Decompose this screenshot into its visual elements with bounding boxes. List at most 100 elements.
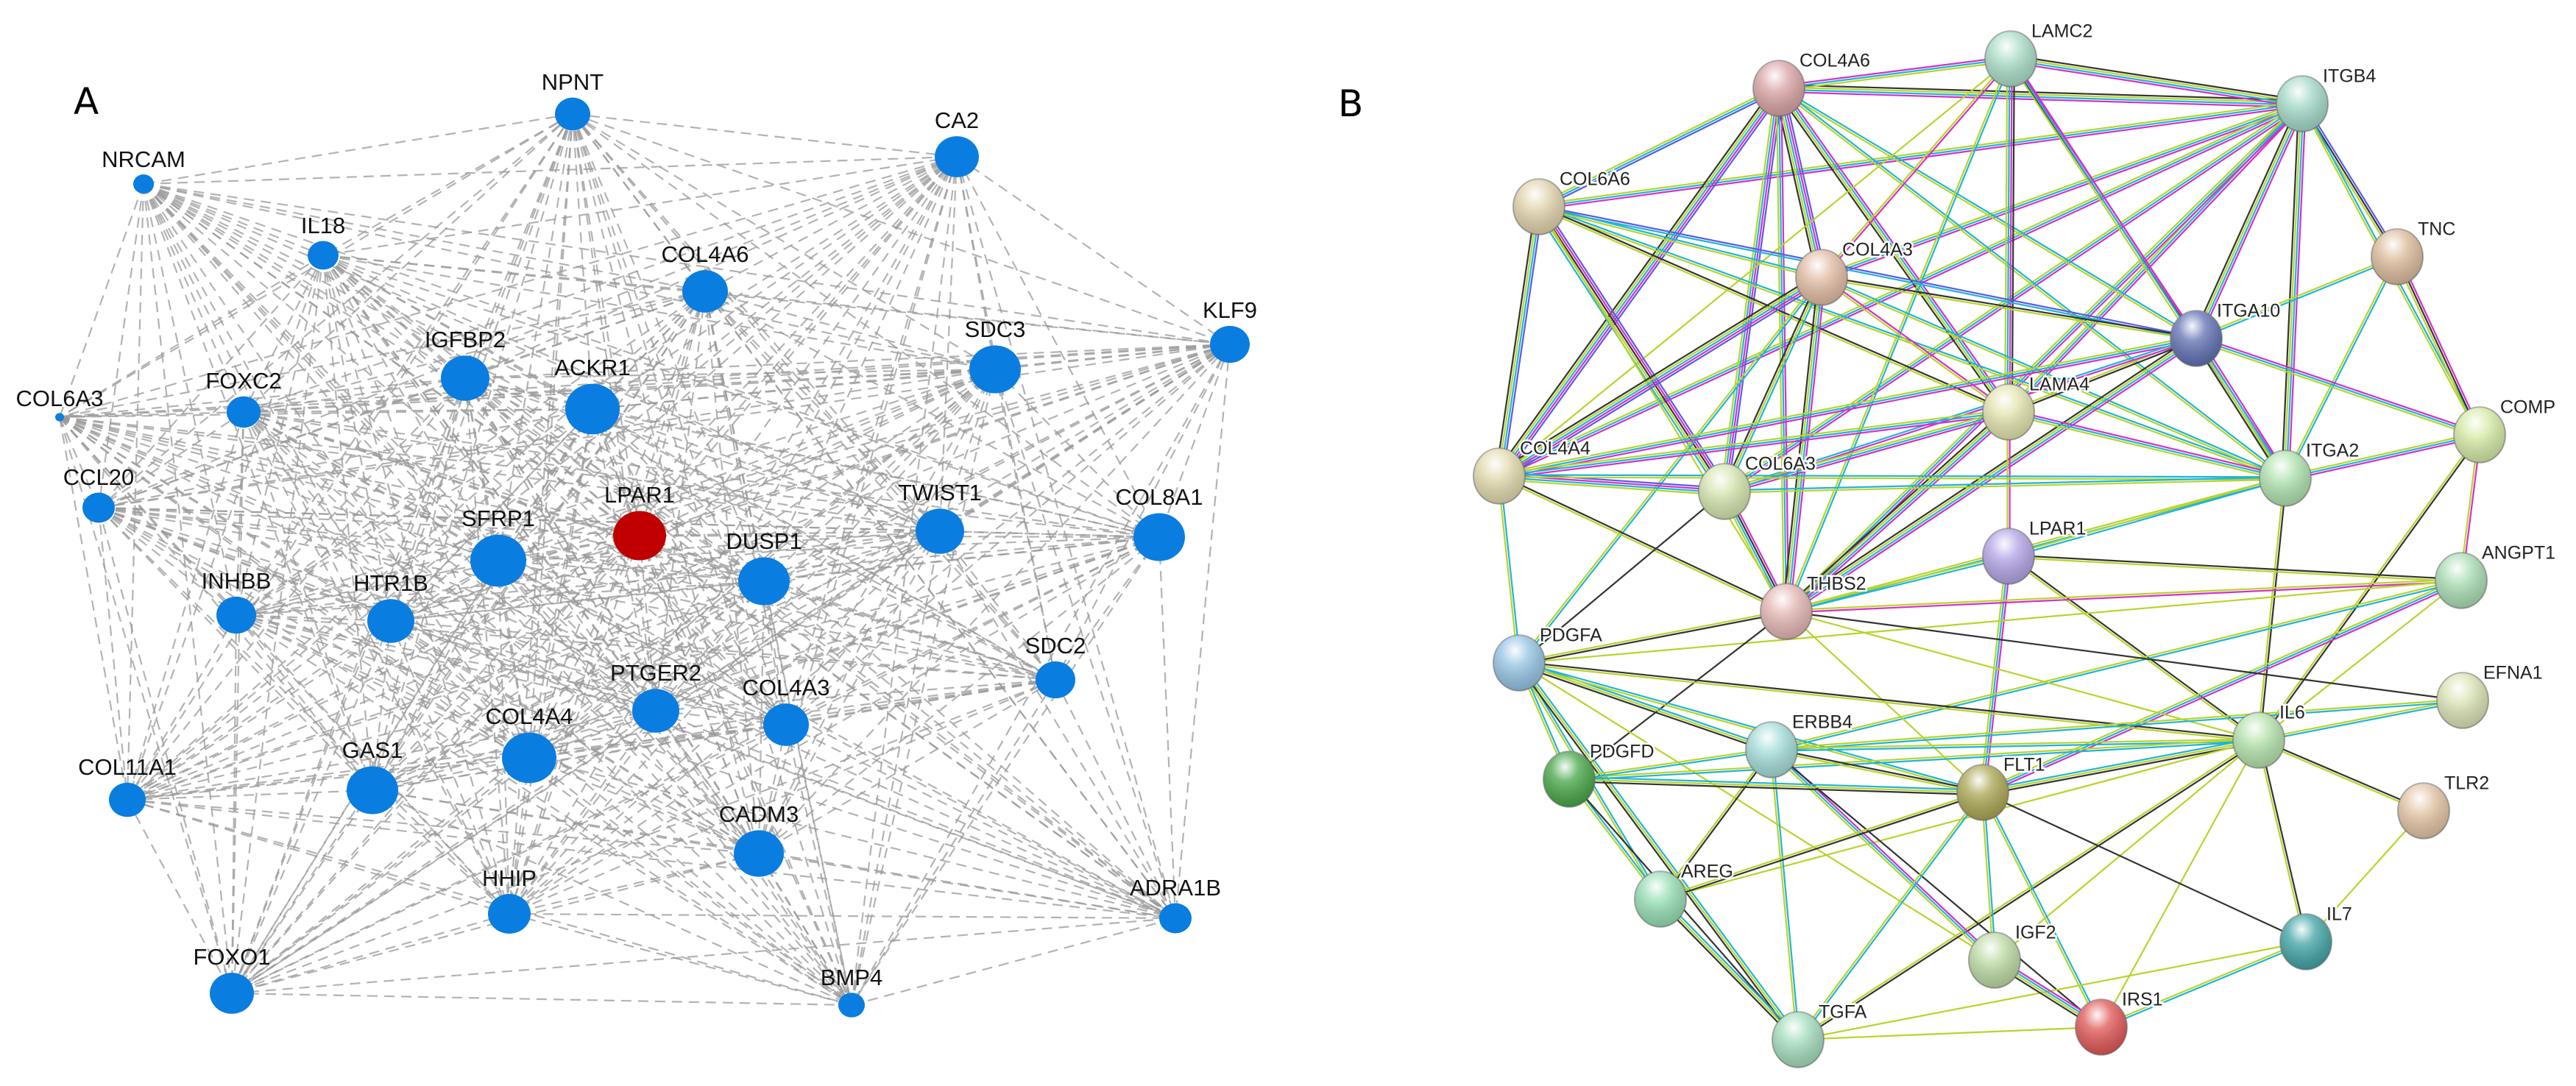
node-circle[interactable] (55, 413, 64, 422)
node-col6a6[interactable]: COL6A6 (1512, 167, 1632, 235)
edge-nrcam-il18 (143, 182, 324, 257)
node-circle[interactable] (308, 241, 339, 270)
node-circle[interactable] (738, 557, 790, 606)
node-itga10[interactable]: ITGA10 (2170, 299, 2282, 367)
node-circle[interactable] (216, 596, 256, 634)
node-pdgfa[interactable]: PDGFA (1493, 623, 1604, 692)
node-circle[interactable] (1133, 513, 1185, 561)
node-nrcam[interactable]: NRCAM (102, 146, 185, 194)
node-foxo1[interactable]: FOXO1 (193, 944, 271, 1014)
evidence-line (1518, 609, 1786, 663)
node-shine (1513, 179, 1565, 235)
node-circle[interactable] (838, 993, 865, 1018)
node-col4a3[interactable]: COL4A3 (743, 675, 830, 746)
evidence-line (1821, 277, 2196, 341)
node-gas1[interactable]: GAS1 (342, 737, 403, 814)
node-col8a1[interactable]: COL8A1 (1116, 484, 1203, 561)
node-itgb4[interactable]: ITGB4 (2276, 64, 2378, 132)
node-klf9[interactable]: KLF9 (1203, 297, 1257, 363)
evidence-line (1979, 556, 2007, 792)
node-circle[interactable] (133, 174, 154, 194)
node-circle[interactable] (1036, 661, 1075, 699)
node-circle[interactable] (470, 534, 526, 587)
node-circle[interactable] (935, 136, 979, 177)
node-angpt1[interactable]: ANGPT1 (2435, 541, 2558, 609)
node-circle[interactable] (1210, 325, 1250, 363)
node-circle[interactable] (109, 782, 146, 817)
node-lpar1[interactable]: LPAR1 (1982, 517, 2088, 585)
node-adra1b[interactable]: ADRA1B (1130, 875, 1221, 934)
edge-il18-foxc2 (243, 255, 324, 413)
node-circle[interactable] (916, 508, 964, 554)
node-erbb4[interactable]: ERBB4 (1745, 710, 1855, 778)
evidence-line (1771, 578, 2461, 750)
node-circle[interactable] (82, 492, 115, 523)
node-circle[interactable] (1159, 903, 1192, 934)
node-circle[interactable] (502, 732, 556, 784)
node-tnc[interactable]: TNC (2371, 217, 2458, 285)
node-flt1[interactable]: FLT1 (1956, 753, 2047, 821)
evidence-line (1518, 661, 1772, 751)
node-twist1[interactable]: TWIST1 (898, 480, 982, 554)
node-col4a4[interactable]: COL4A4 (486, 703, 573, 784)
node-circle[interactable] (682, 270, 728, 313)
node-circle[interactable] (441, 355, 489, 401)
node-npnt[interactable]: NPNT (542, 69, 604, 131)
node-lamc2[interactable]: LAMC2 (1984, 19, 2095, 88)
node-igfbp2[interactable]: IGFBP2 (425, 327, 506, 401)
evidence-line (1499, 414, 2009, 480)
node-circle[interactable] (734, 830, 784, 877)
node-ackr1[interactable]: ACKR1 (554, 355, 631, 435)
node-ptger2[interactable]: PTGER2 (610, 660, 701, 733)
evidence-line (1539, 105, 2303, 210)
node-circle[interactable] (210, 973, 254, 1014)
node-pdgfd[interactable]: PDGFD (1543, 739, 1656, 808)
edge-foxc2-col8a1 (243, 411, 1160, 539)
node-ca2[interactable]: CA2 (935, 107, 979, 177)
node-lpar1[interactable]: LPAR1 (604, 482, 675, 561)
node-sfrp1[interactable]: SFRP1 (461, 505, 535, 587)
node-col6a3[interactable]: COL6A3 (16, 386, 104, 422)
node-irs1[interactable]: IRS1 (2075, 987, 2165, 1056)
node-circle[interactable] (488, 894, 531, 934)
node-tlr2[interactable]: TLR2 (2397, 771, 2491, 840)
node-col4a6[interactable]: COL4A6 (662, 241, 749, 313)
node-col4a6[interactable]: COL4A6 (1752, 49, 1872, 117)
node-circle[interactable] (347, 766, 398, 814)
node-sdc2[interactable]: SDC2 (1025, 633, 1086, 699)
node-efna1[interactable]: EFNA1 (2436, 661, 2544, 729)
node-col4a3[interactable]: COL4A3 (1795, 238, 1914, 306)
node-cadm3[interactable]: CADM3 (719, 801, 799, 877)
node-bmp4[interactable]: BMP4 (821, 965, 882, 1018)
node-inhbb[interactable]: INHBB (202, 568, 272, 634)
node-dusp1[interactable]: DUSP1 (726, 528, 802, 606)
node-circle[interactable] (969, 345, 1021, 394)
node-htr1b[interactable]: HTR1B (353, 570, 428, 643)
node-circle[interactable] (555, 97, 590, 131)
node-circle[interactable] (613, 511, 666, 561)
node-circle[interactable] (367, 599, 414, 643)
node-circle[interactable] (763, 703, 809, 746)
node-itga2[interactable]: ITGA2 (2259, 439, 2361, 507)
node-foxc2[interactable]: FOXC2 (205, 368, 282, 428)
node-thbs2[interactable]: THBS2 (1760, 572, 1868, 640)
node-igf2[interactable]: IGF2 (1968, 920, 2058, 989)
node-il6[interactable]: IL6 (2232, 700, 2307, 769)
node-lama4[interactable]: LAMA4 (1982, 372, 2092, 441)
node-il18[interactable]: IL18 (301, 213, 345, 270)
node-sdc3[interactable]: SDC3 (965, 316, 1026, 394)
node-circle[interactable] (227, 396, 261, 428)
node-comp[interactable]: COMP (2453, 395, 2558, 464)
node-col6a3[interactable]: COL6A3 (1698, 452, 1817, 520)
evidence-line (1779, 86, 2198, 338)
node-circle[interactable] (565, 383, 620, 435)
node-areg[interactable]: AREG (1634, 859, 1735, 928)
node-col4a4[interactable]: COL4A4 (1473, 436, 1592, 505)
node-il7[interactable]: IL7 (2279, 902, 2354, 970)
node-tgfa[interactable]: TGFA (1772, 1000, 1869, 1068)
node-circle[interactable] (632, 689, 679, 733)
evidence-line (1498, 478, 1724, 496)
node-ccl20[interactable]: CCL20 (63, 464, 135, 523)
node-col11a1[interactable]: COL11A1 (78, 754, 177, 817)
node-hhip[interactable]: HHIP (482, 865, 537, 934)
